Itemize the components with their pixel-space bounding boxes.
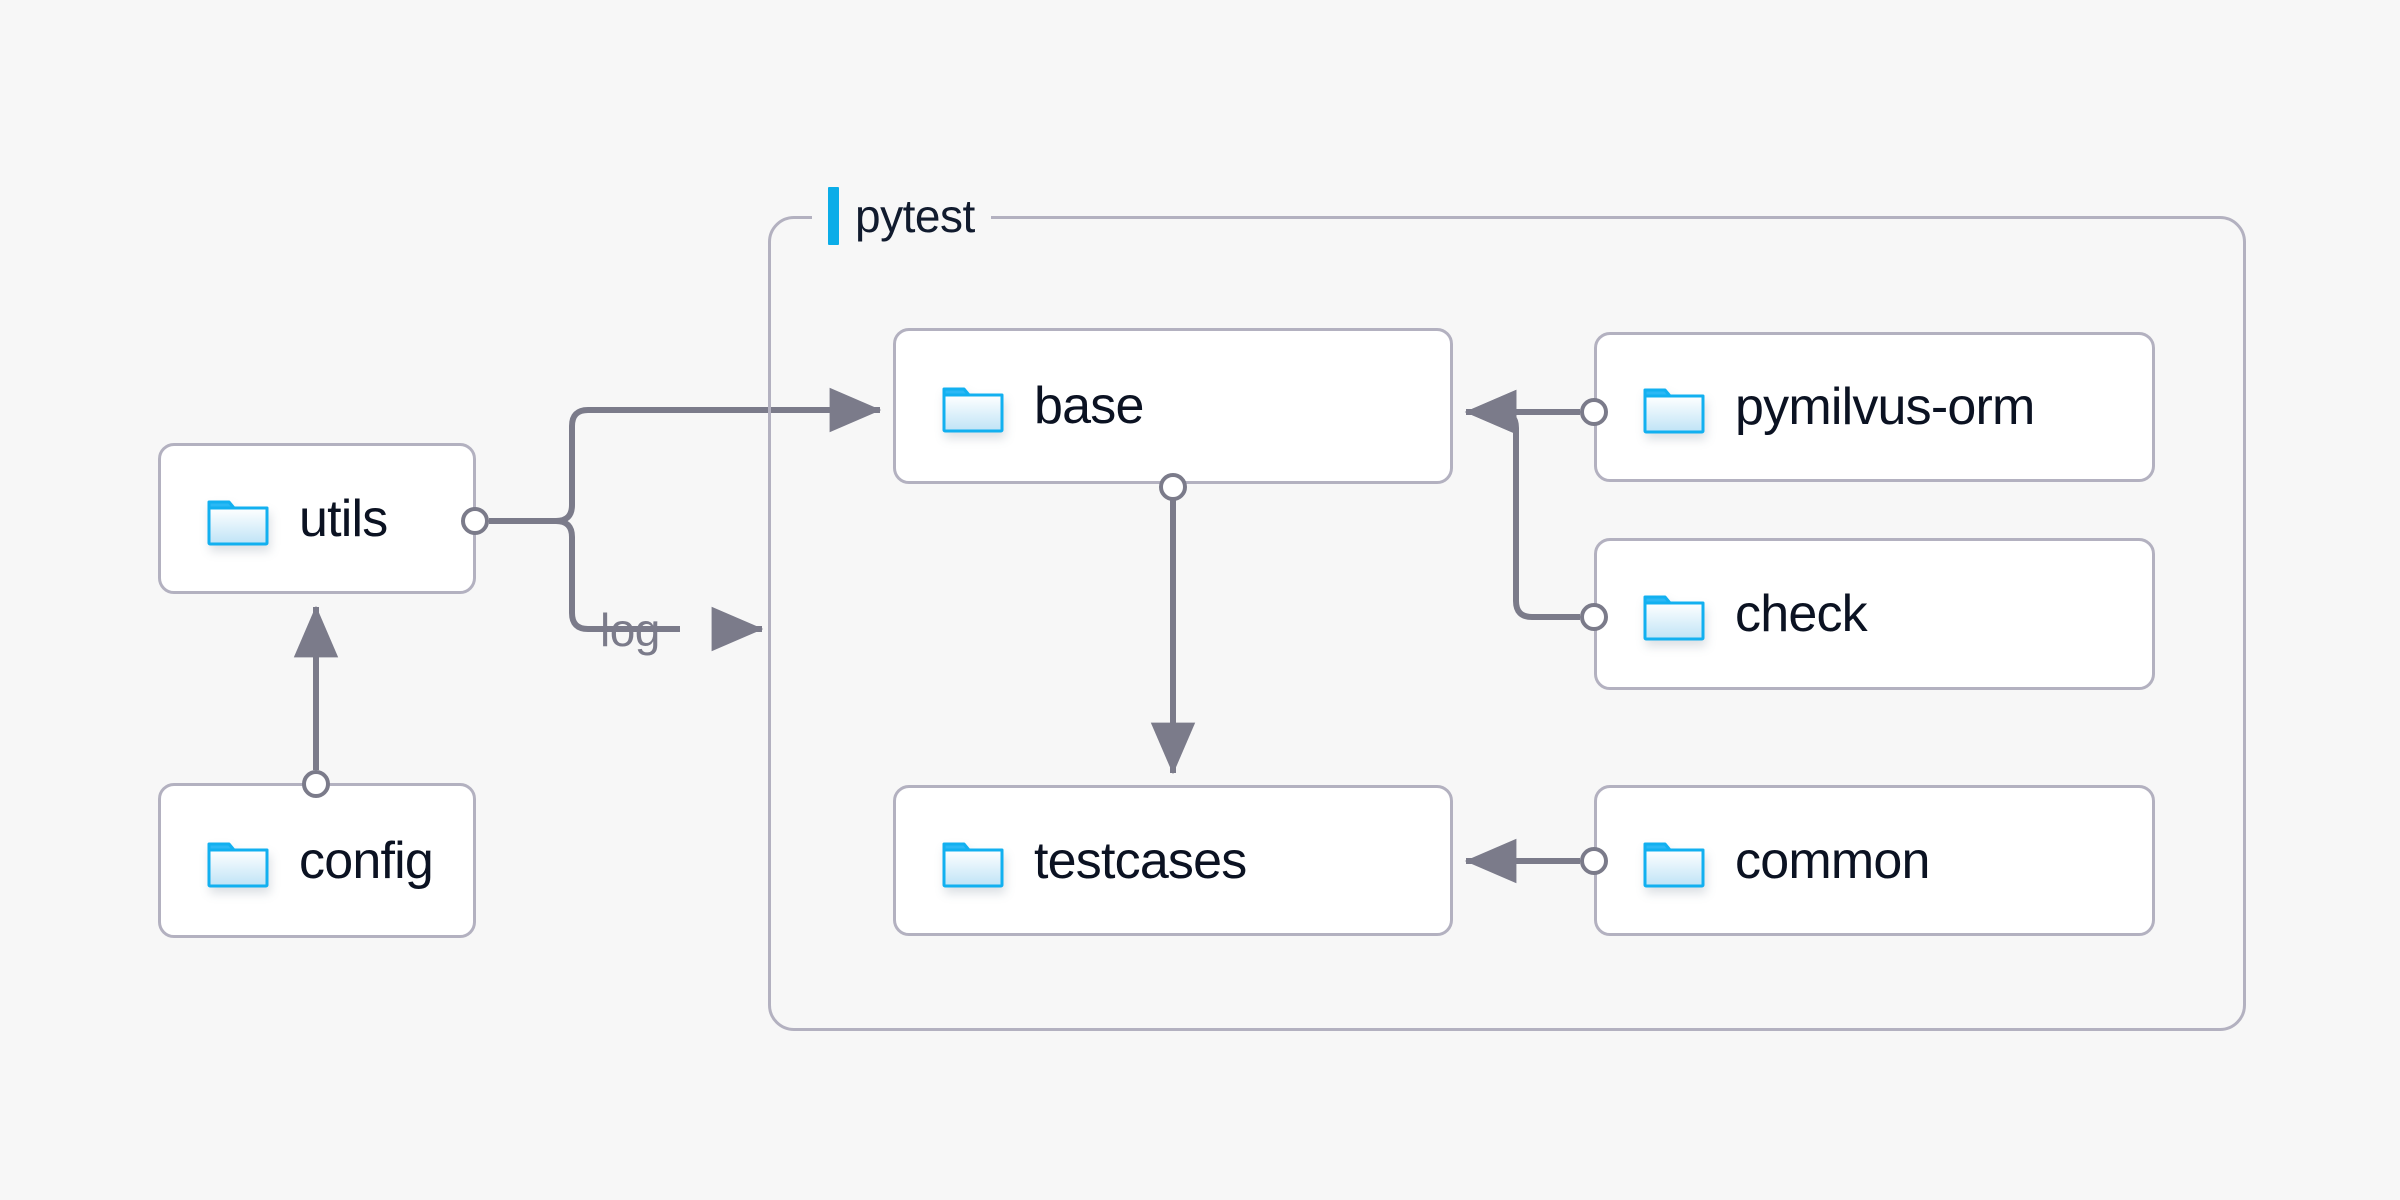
node-common[interactable]: common [1594,785,2155,936]
node-check[interactable]: check [1594,538,2155,690]
group-label-text: pytest [855,190,975,242]
node-pymilvus-orm[interactable]: pymilvus-orm [1594,332,2155,482]
folder-icon [1643,587,1705,641]
node-label: check [1735,585,1868,643]
port-common-left[interactable] [1580,847,1608,875]
node-label: testcases [1034,831,1247,890]
folder-icon [942,379,1004,433]
port-pymilvus-orm-left[interactable] [1580,398,1608,426]
node-base[interactable]: base [893,328,1453,484]
folder-icon [1643,834,1705,888]
folder-icon [207,492,269,546]
node-label: common [1735,831,1930,890]
folder-icon [942,834,1004,888]
group-accent-bar-icon [828,187,839,245]
node-config[interactable]: config [158,783,476,938]
port-base-bottom[interactable] [1159,473,1187,501]
port-utils-right[interactable] [461,507,489,535]
port-check-left[interactable] [1580,603,1608,631]
node-label: pymilvus-orm [1735,378,2035,436]
folder-icon [1643,380,1705,434]
node-utils[interactable]: utils [158,443,476,594]
folder-icon [207,834,269,888]
edge-label-log: log [600,604,660,656]
group-label-pytest: pytest [812,185,991,247]
node-label: config [299,831,434,890]
node-label: utils [299,489,388,548]
group-container-pytest[interactable] [768,216,2246,1031]
node-testcases[interactable]: testcases [893,785,1453,936]
port-config-top[interactable] [302,770,330,798]
node-label: base [1034,377,1144,435]
